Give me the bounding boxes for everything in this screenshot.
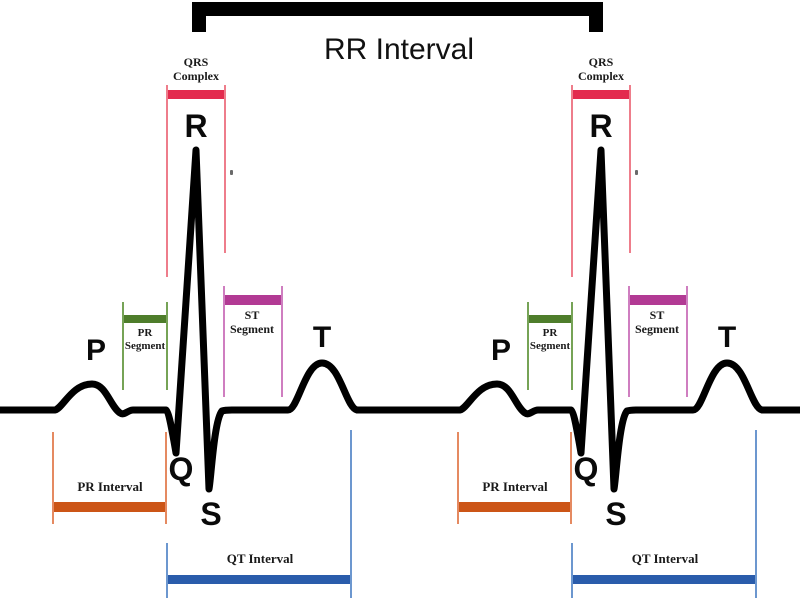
st-segment-line1: ST <box>649 308 665 322</box>
qrs-complex-line2: Complex <box>173 69 219 83</box>
q-wave-label: Q <box>168 451 194 487</box>
rr-interval-label: RR Interval <box>323 33 475 66</box>
t-wave-label: T <box>717 321 737 354</box>
pr-segment-line2: Segment <box>529 340 571 352</box>
pr-segment-bar <box>123 315 168 323</box>
beat-2: QRS Complex R PR Segment ST Segment P T … <box>405 0 785 600</box>
st-segment-right-guide-line <box>281 286 283 397</box>
pr-segment-left-guide-line <box>122 302 124 390</box>
st-segment-left-guide-line <box>223 286 225 397</box>
qt-interval-left-guide-line <box>166 543 168 598</box>
pr-segment-line1: PR <box>542 327 558 339</box>
qt-interval-right-guide-line <box>755 430 757 598</box>
qt-interval-left-guide-line <box>571 543 573 598</box>
st-segment-label: ST Segment <box>220 308 284 336</box>
st-segment-line2: Segment <box>635 322 679 336</box>
st-segment-left-guide-line <box>628 286 630 397</box>
pr-interval-right-guide-line <box>165 432 167 524</box>
st-segment-bar <box>629 295 687 305</box>
pr-interval-label: PR Interval <box>77 479 143 494</box>
p-wave-label: P <box>490 334 511 367</box>
beat-1: QRS Complex R PR Segment ST Segment P T … <box>0 0 380 600</box>
qrs-complex-line2: Complex <box>578 69 624 83</box>
pr-segment-right-guide-line <box>166 302 168 390</box>
st-segment-bar <box>224 295 282 305</box>
qrs-complex-bar <box>167 90 225 99</box>
pr-interval-right-guide-line <box>570 432 572 524</box>
qt-interval-right-guide-line <box>350 430 352 598</box>
qt-interval-label: QT Interval <box>631 551 699 566</box>
qrs-left-guide-line <box>571 85 573 277</box>
qrs-complex-label: QRS Complex <box>569 55 633 83</box>
pr-interval-label: PR Interval <box>482 479 548 494</box>
t-wave-label: T <box>312 321 332 354</box>
pr-segment-left-guide-line <box>527 302 529 390</box>
qt-interval-label: QT Interval <box>226 551 294 566</box>
p-wave-label: P <box>85 334 106 367</box>
st-segment-line1: ST <box>244 308 260 322</box>
qrs-right-guide-line <box>224 85 226 253</box>
dot-artifact <box>635 170 638 175</box>
qrs-complex-bar <box>572 90 630 99</box>
pr-segment-right-guide-line <box>571 302 573 390</box>
qrs-complex-label: QRS Complex <box>164 55 228 83</box>
r-wave-label: R <box>589 108 613 144</box>
rr-bracket-bar <box>192 2 603 16</box>
rr-bracket-left-tick <box>192 2 206 32</box>
st-segment-line2: Segment <box>230 322 274 336</box>
qt-interval-bar <box>167 575 351 584</box>
pr-interval-left-guide-line <box>457 432 459 524</box>
dot-artifact <box>230 170 233 175</box>
qrs-left-guide-line <box>166 85 168 277</box>
pr-segment-label: PR Segment <box>518 327 582 353</box>
pr-interval-left-guide-line <box>52 432 54 524</box>
pr-interval-bar <box>53 502 166 512</box>
s-wave-label: S <box>605 496 627 532</box>
pr-segment-bar <box>528 315 573 323</box>
rr-bracket-right-tick <box>589 2 603 32</box>
pr-segment-line2: Segment <box>124 340 166 352</box>
qt-interval-bar <box>572 575 756 584</box>
qrs-right-guide-line <box>629 85 631 253</box>
st-segment-right-guide-line <box>686 286 688 397</box>
s-wave-label: S <box>200 496 222 532</box>
qrs-complex-line1: QRS <box>588 55 614 69</box>
pr-segment-line1: PR <box>137 327 153 339</box>
pr-interval-bar <box>458 502 571 512</box>
pr-segment-label: PR Segment <box>113 327 177 353</box>
r-wave-label: R <box>184 108 208 144</box>
q-wave-label: Q <box>573 451 599 487</box>
qrs-complex-line1: QRS <box>183 55 209 69</box>
st-segment-label: ST Segment <box>625 308 689 336</box>
